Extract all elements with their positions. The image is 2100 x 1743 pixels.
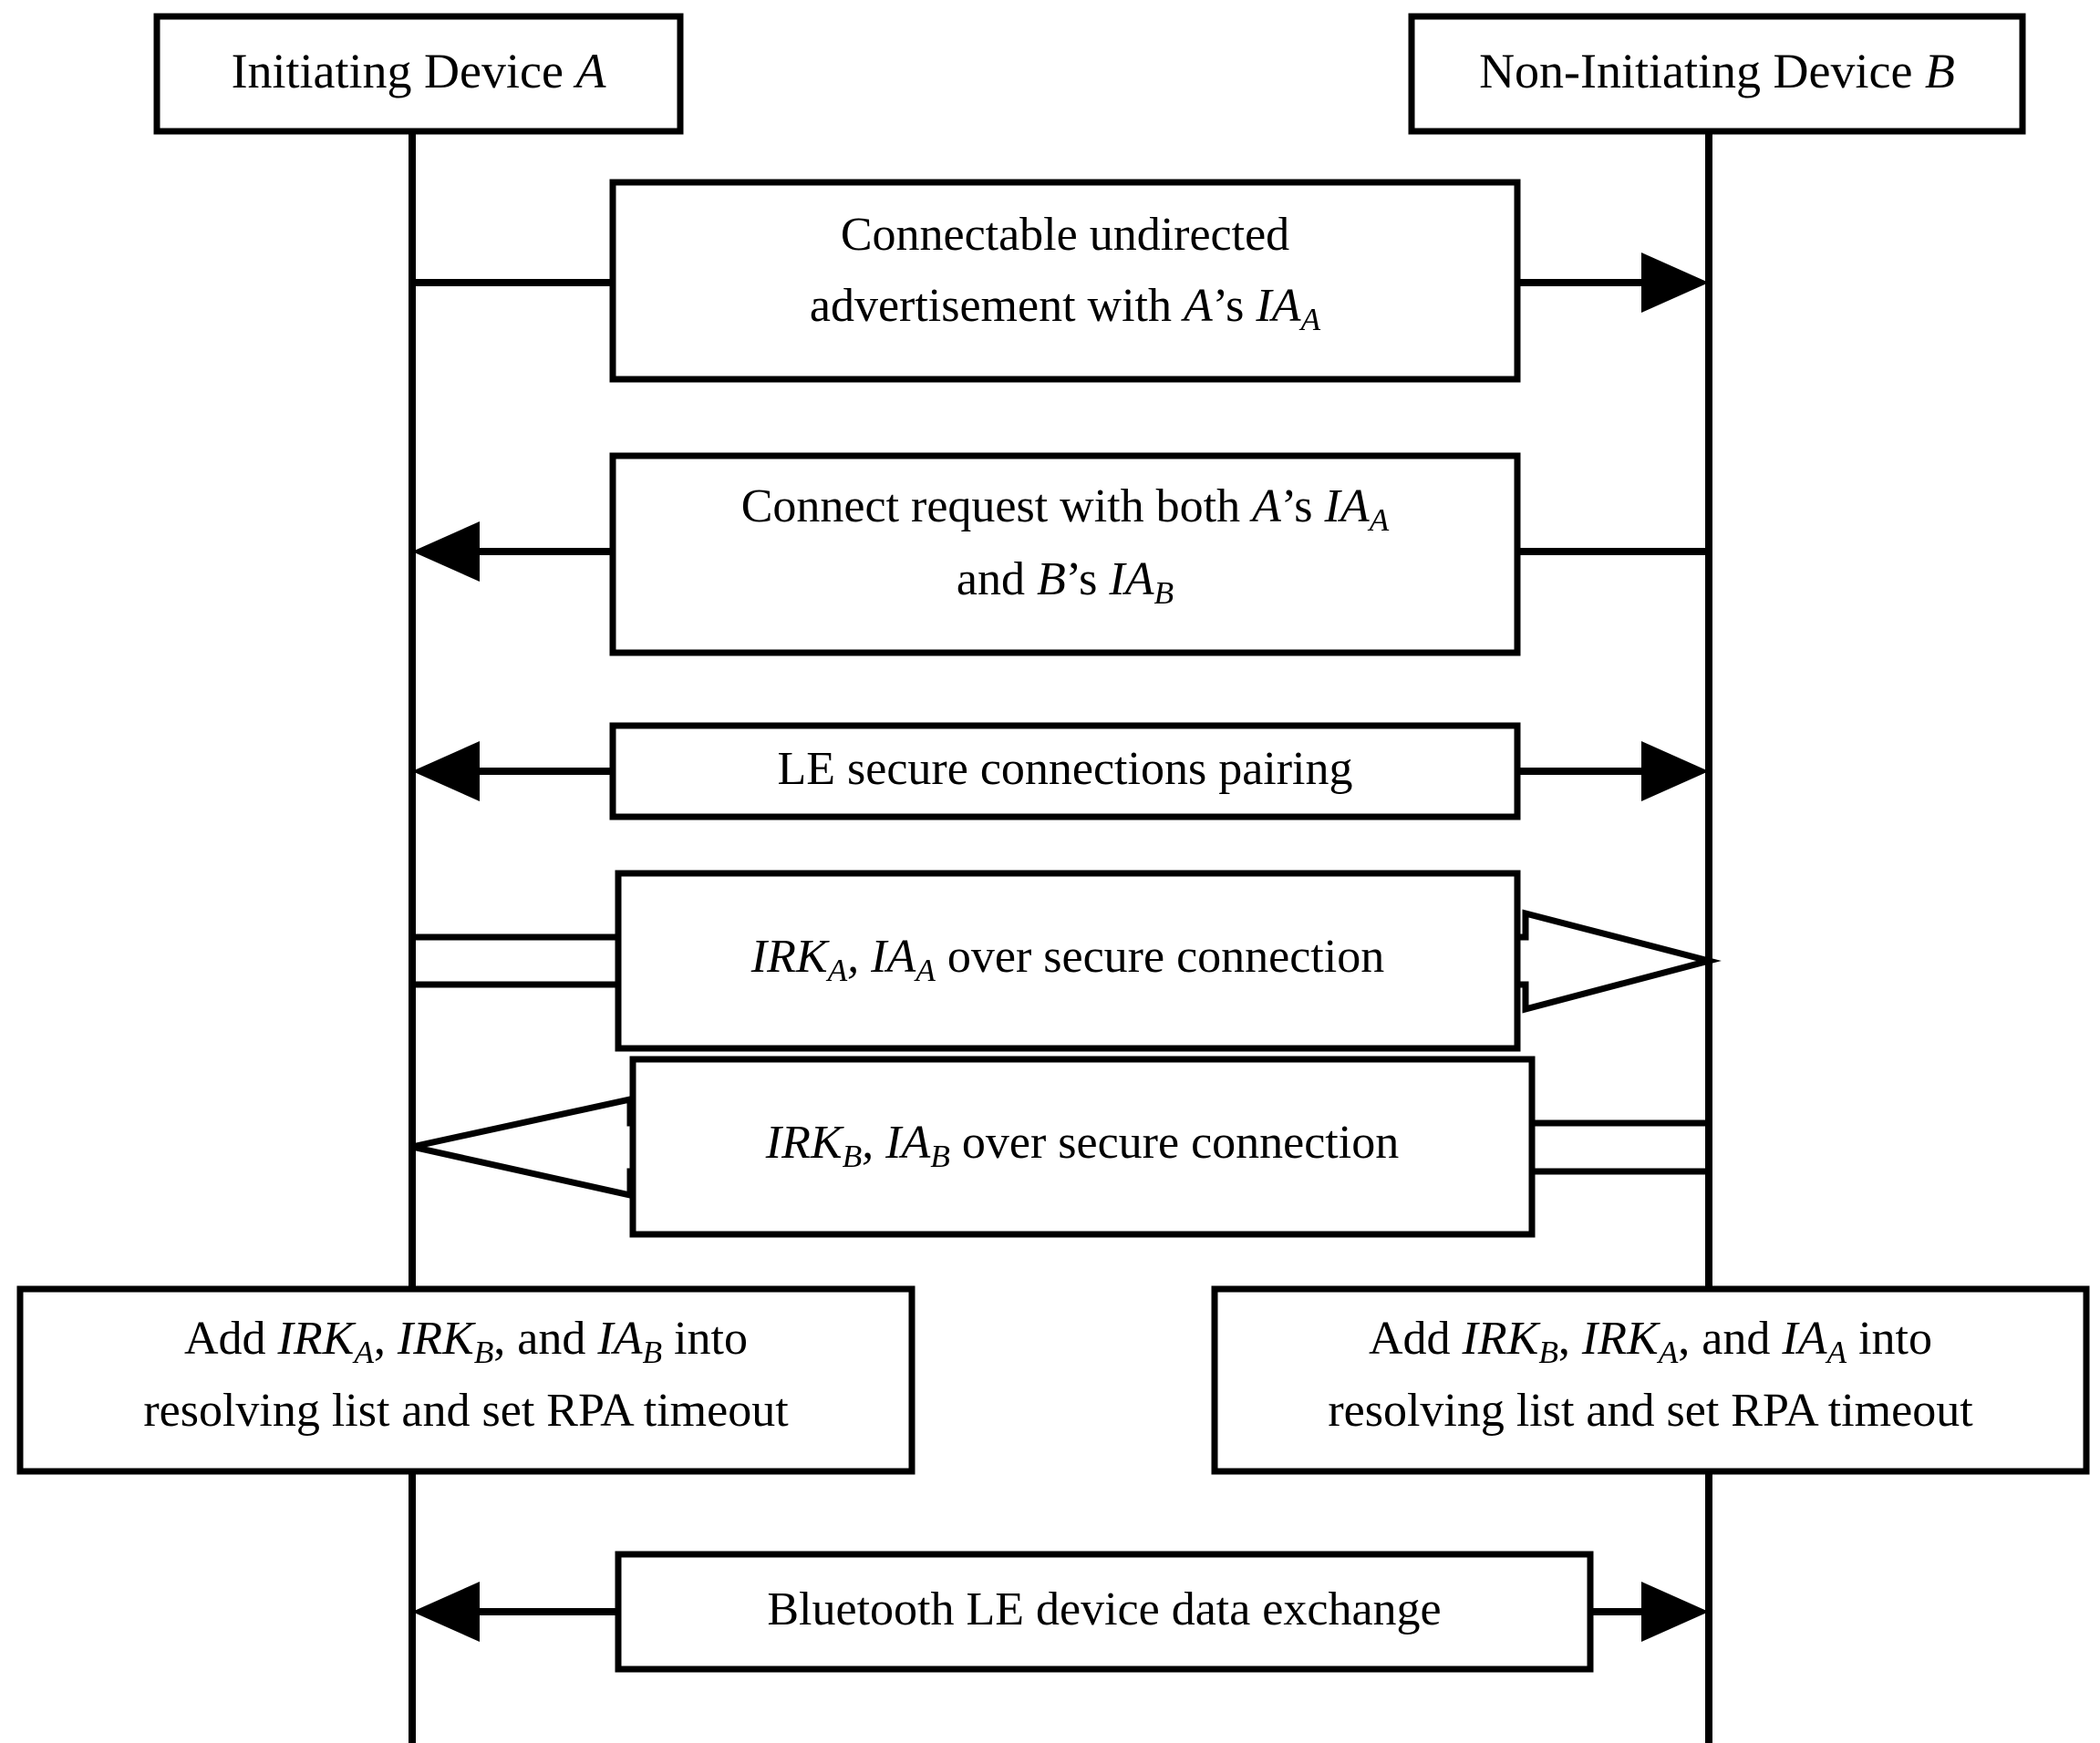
participant-box-device-b <box>1408 13 2026 135</box>
message-label-data-exchange: Bluetooth LE device data exchange <box>767 1583 1441 1635</box>
message-label-le-pairing: LE secure connections pairing <box>778 743 1353 795</box>
action-box-device-b <box>1211 1285 2090 1475</box>
message-label-irk-a: IRKA, IAA over secure connection <box>750 931 1384 988</box>
arrowhead-hollow-right-irk-a <box>1514 909 1722 1014</box>
arrowhead-left-connect-request <box>412 521 480 582</box>
message-label-connect-request-line1: Connect request with both A’s IAA <box>741 480 1390 538</box>
action-label-device-a-line2: resolving list and set RPA timeout <box>143 1385 789 1437</box>
action-label-device-b-line2: resolving list and set RPA timeout <box>1328 1385 1973 1437</box>
message-box-le-pairing <box>609 722 1521 820</box>
arrowhead-right-data-exchange <box>1641 1582 1709 1642</box>
action-label-device-a-line1: Add IRKA, IRKB, and IAB into <box>184 1313 748 1370</box>
message-label-irk-b: IRKB, IAB over secure connection <box>765 1117 1399 1174</box>
arrowhead-right-advertisement <box>1641 253 1709 313</box>
message-box-irk-a <box>615 870 1521 1052</box>
message-box-advertisement <box>609 179 1521 383</box>
action-box-device-a <box>16 1285 916 1475</box>
message-box-data-exchange <box>615 1551 1594 1673</box>
participant-box-device-a <box>153 13 684 135</box>
action-label-device-b-line1: Add IRKB, IRKA, and IAA into <box>1369 1313 1932 1370</box>
arrowhead-right-le-pairing <box>1641 741 1709 801</box>
message-label-advertisement-line2: advertisement with A’s IAA <box>810 280 1321 337</box>
message-label-advertisement-line1: Connectable undirected <box>841 209 1289 261</box>
arrowhead-left-data-exchange <box>412 1582 480 1642</box>
message-box-irk-b <box>629 1056 1536 1238</box>
participant-label-device-a: Initiating Device A <box>232 44 607 98</box>
arrowhead-hollow-left-irk-b <box>411 1095 642 1200</box>
message-label-connect-request-line2: and B’s IAB <box>957 553 1174 611</box>
arrowhead-left-le-pairing <box>412 741 480 801</box>
participant-label-device-b: Non-Initiating Device B <box>1479 44 1955 98</box>
message-box-connect-request <box>609 452 1521 656</box>
